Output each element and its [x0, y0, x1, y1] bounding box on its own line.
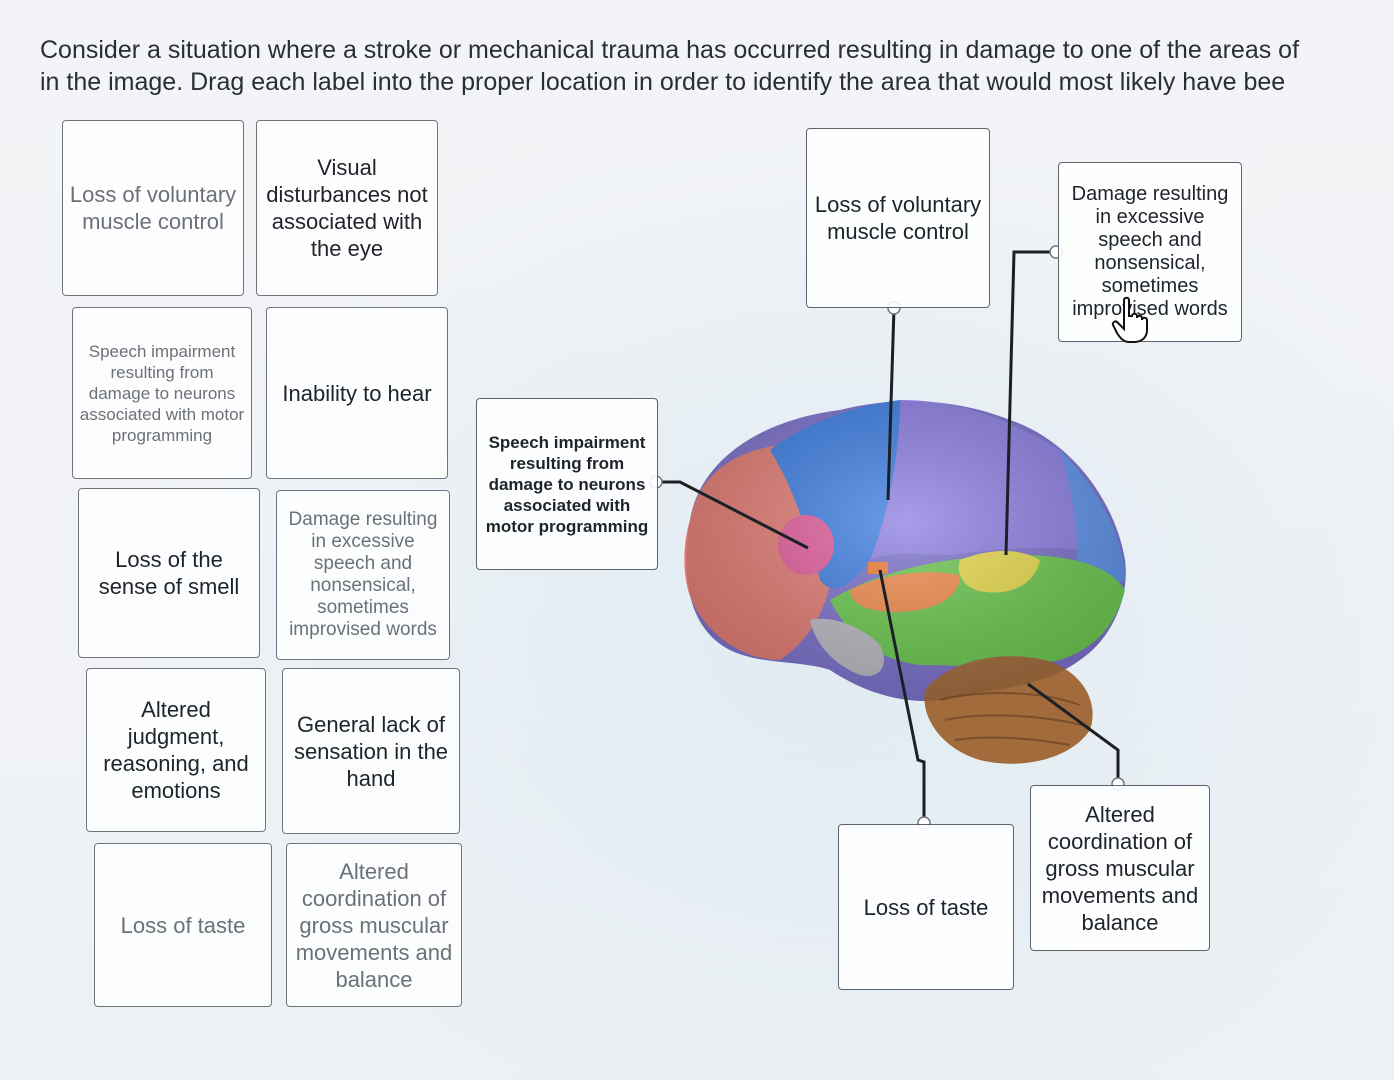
placed-label-text: Damage resulting in excessive speech and… [1071, 183, 1229, 320]
hand-pointer-icon [1111, 296, 1148, 343]
label-text: Altered judgment, reasoning, and emotion… [103, 697, 249, 803]
placed-label-text: Loss of voluntary muscle control [814, 192, 982, 244]
brain-lobes-image [684, 400, 1126, 764]
label-text: Inability to hear [282, 380, 432, 406]
label-text: Altered coordination of gross muscular m… [295, 858, 453, 992]
label-tile-excessive-speech[interactable]: Damage resulting in excessive speech and… [276, 490, 450, 660]
leader-line-speech-motor [656, 480, 809, 550]
label-text: Loss of taste [120, 912, 246, 938]
label-tile-altered-judgment[interactable]: Altered judgment, reasoning, and emotion… [86, 668, 266, 832]
leader-line-excessive-speech [1004, 250, 1056, 556]
prompt-line-1: Consider a situation where a stroke or m… [40, 36, 1300, 64]
drop-target-gross-coordination[interactable]: Altered coordination of gross muscular m… [1030, 785, 1210, 951]
drop-target-excessive-speech[interactable]: Damage resulting in excessive speech and… [1058, 162, 1242, 342]
label-text: Loss of voluntary muscle control [69, 182, 237, 234]
label-tile-inability-to-hear[interactable]: Inability to hear [266, 307, 448, 479]
label-tile-speech-motor[interactable]: Speech impairment resulting from damage … [72, 307, 252, 479]
placed-label-text: Speech impairment resulting from damage … [485, 432, 649, 536]
label-tile-sensation-hand[interactable]: General lack of sensation in the hand [282, 668, 460, 834]
leader-line-gross-coordination [1027, 682, 1120, 784]
label-tile-loss-of-taste[interactable]: Loss of taste [94, 843, 272, 1007]
prompt-line-2: in the image. Drag each label into the p… [40, 68, 1286, 96]
label-tile-sense-of-smell[interactable]: Loss of the sense of smell [78, 488, 260, 658]
drop-target-speech-motor[interactable]: Speech impairment resulting from damage … [476, 398, 658, 570]
label-text: Speech impairment resulting from damage … [79, 341, 245, 445]
label-text: Loss of the sense of smell [98, 547, 240, 599]
question-prompt: Consider a situation where a stroke or m… [40, 34, 1394, 98]
label-text: Damage resulting in excessive speech and… [288, 509, 438, 640]
placed-label-text: Altered coordination of gross muscular m… [1041, 801, 1199, 935]
leader-lines [656, 250, 1120, 823]
label-text: Visual disturbances not associated with … [266, 155, 428, 261]
drop-target-loss-of-taste[interactable]: Loss of taste [838, 824, 1014, 990]
label-tile-visual-disturbances[interactable]: Visual disturbances not associated with … [256, 120, 438, 296]
leader-line-voluntary-muscle [886, 307, 896, 501]
leader-line-loss-of-taste [878, 569, 926, 823]
label-text: General lack of sensation in the hand [293, 711, 449, 791]
drop-target-voluntary-muscle[interactable]: Loss of voluntary muscle control [806, 128, 990, 308]
label-tile-gross-coordination[interactable]: Altered coordination of gross muscular m… [286, 843, 462, 1007]
placed-label-text: Loss of taste [863, 894, 989, 920]
label-tile-voluntary-muscle[interactable]: Loss of voluntary muscle control [62, 120, 244, 296]
